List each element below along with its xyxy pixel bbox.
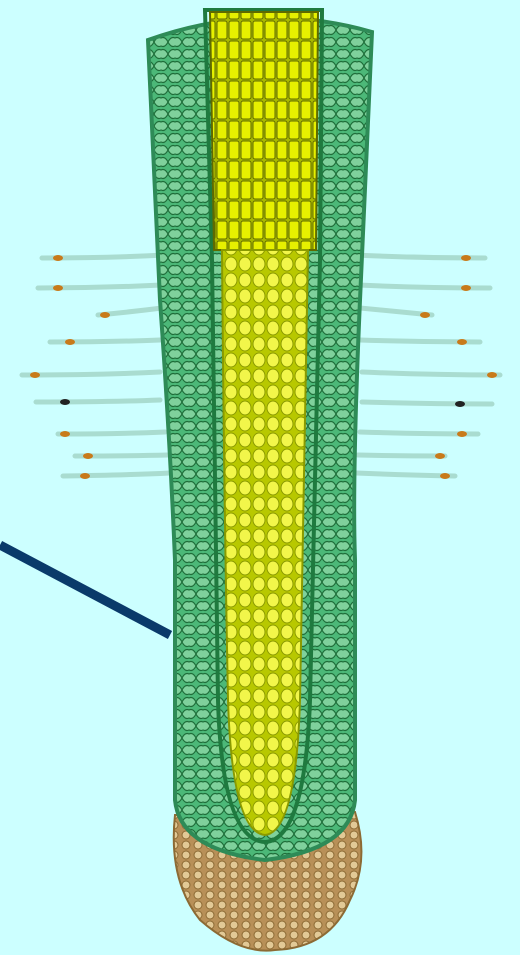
root-hairs-right xyxy=(355,255,500,476)
stele-upper xyxy=(210,12,318,250)
stele-lower xyxy=(222,250,308,835)
pointer-line xyxy=(0,545,170,635)
root-hairs-left xyxy=(22,255,170,476)
